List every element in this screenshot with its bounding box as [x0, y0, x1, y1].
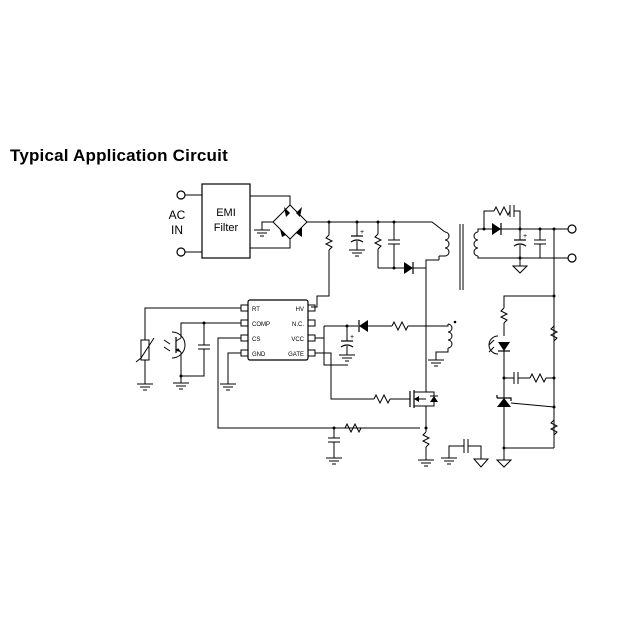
pin-label-gate: GATE: [288, 352, 304, 358]
divider-resistor-top: [549, 325, 559, 342]
pin-label-vcc: VCC: [291, 337, 304, 343]
output-diode: [492, 223, 502, 235]
ntc-thermistor: [135, 337, 155, 363]
power-mosfet: [409, 388, 438, 414]
divider-resistor-bottom: [549, 419, 559, 436]
controller-ic: [247, 299, 309, 361]
compensation-resistor: [529, 372, 547, 384]
pin-label-gnd: GND: [252, 352, 266, 358]
output-terminal-positive: [567, 224, 577, 234]
y-cap-secondary-ground: [472, 458, 490, 468]
ic-right-pins: [307, 304, 316, 357]
emi-filter-label-2: Filter: [214, 222, 239, 234]
output-terminal-negative: [567, 253, 577, 263]
cs-filter-resistor: [344, 422, 362, 434]
ground-symbol: [428, 359, 444, 367]
optocoupler-transistor-body: [171, 331, 186, 359]
ground-symbol: [418, 459, 434, 467]
optocoupler-led: [488, 339, 510, 353]
ac-input-terminal-bottom: [176, 247, 186, 257]
ground-symbol: [349, 249, 365, 257]
pin-label-comp: COMP: [252, 322, 270, 328]
vcc-capacitor-polarity: +: [350, 334, 354, 341]
ground-symbol: [441, 457, 457, 465]
emi-filter-label-1: EMI: [216, 207, 236, 219]
auxiliary-diode: [358, 320, 368, 332]
ground-symbol: [220, 383, 236, 391]
page-title: Typical Application Circuit: [10, 146, 228, 165]
emi-filter-block: [201, 183, 251, 259]
sense-resistor: [421, 431, 431, 448]
hv-resistor: [324, 234, 334, 251]
ac-label: AC: [169, 208, 186, 222]
ground-symbol: [326, 457, 342, 465]
optocoupler-led-resistor: [499, 307, 509, 324]
pin-label-nc: N.C.: [292, 322, 304, 328]
pin-label-rt: RT: [252, 307, 260, 313]
output-ground-symbol: [511, 265, 529, 274]
snubber-resistor: [373, 233, 383, 250]
snubber-diode: [404, 262, 414, 274]
ground-symbol: [173, 382, 189, 390]
gate-resistor: [373, 393, 391, 405]
in-label: IN: [171, 223, 183, 237]
output-snubber-resistor: [493, 205, 511, 217]
ac-input-terminal-top: [176, 190, 186, 200]
ground-symbol: [137, 383, 153, 391]
ic-left-pins: [240, 304, 249, 357]
pin-label-cs: CS: [252, 337, 260, 343]
auxiliary-resistor: [391, 320, 409, 332]
secondary-ground-symbol: [495, 459, 513, 468]
ground-symbol: [254, 229, 270, 237]
pin-label-hv: HV: [296, 307, 304, 313]
output-capacitor-polarity: +: [523, 233, 527, 240]
ground-symbol: [339, 354, 355, 362]
transformer: [438, 224, 479, 349]
bridge-rectifier: [272, 204, 308, 240]
shunt-regulator: [496, 395, 512, 407]
bulk-capacitor-polarity: +: [360, 229, 364, 236]
